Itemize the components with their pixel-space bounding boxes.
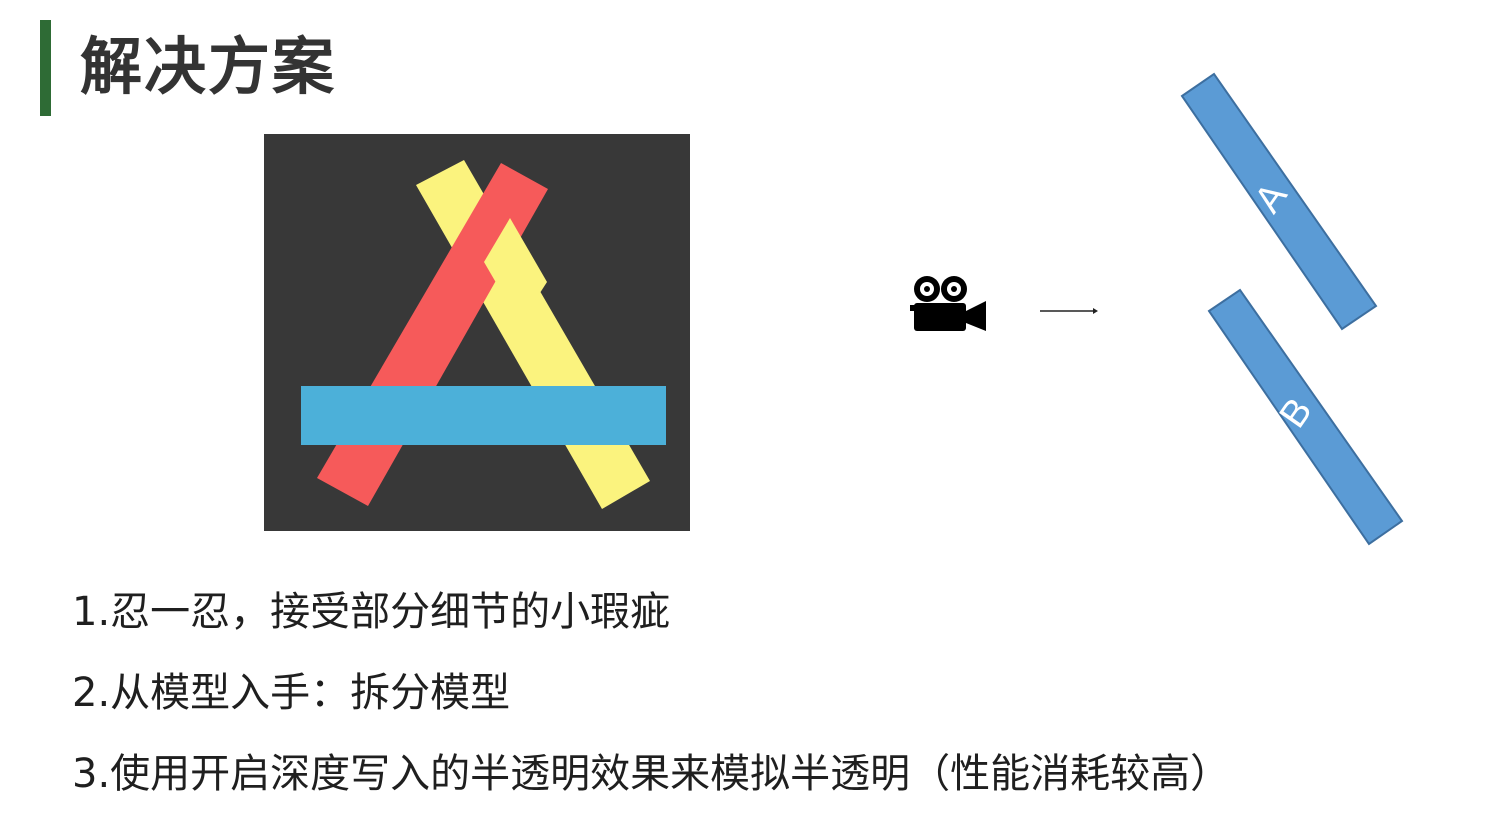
- camera-icon: [910, 275, 988, 333]
- title-accent-bar: [40, 20, 51, 116]
- overlapping-bars-svg: [301, 160, 666, 509]
- list-item: 2.从模型入手：拆分模型: [72, 670, 511, 716]
- arrow-right-icon: [1038, 302, 1100, 320]
- slide-title: 解决方案: [80, 30, 337, 103]
- yellow-bar-over-red: [484, 218, 547, 324]
- list-item: 1.忍一忍，接受部分细节的小瑕疵: [72, 589, 671, 635]
- plane-b: B: [1207, 288, 1404, 546]
- yellow-bar-overlap: [472, 386, 559, 445]
- planes-diagram: A B: [1180, 72, 1404, 546]
- plane-a: A: [1180, 72, 1378, 331]
- overlapping-bars-illustration: [264, 134, 690, 531]
- list-item: 3.使用开启深度写入的半透明效果来模拟半透明（性能消耗较高）: [72, 751, 1231, 797]
- solution-list: 1.忍一忍，接受部分细节的小瑕疵 2.从模型入手：拆分模型 3.使用开启深度写入…: [72, 572, 1230, 815]
